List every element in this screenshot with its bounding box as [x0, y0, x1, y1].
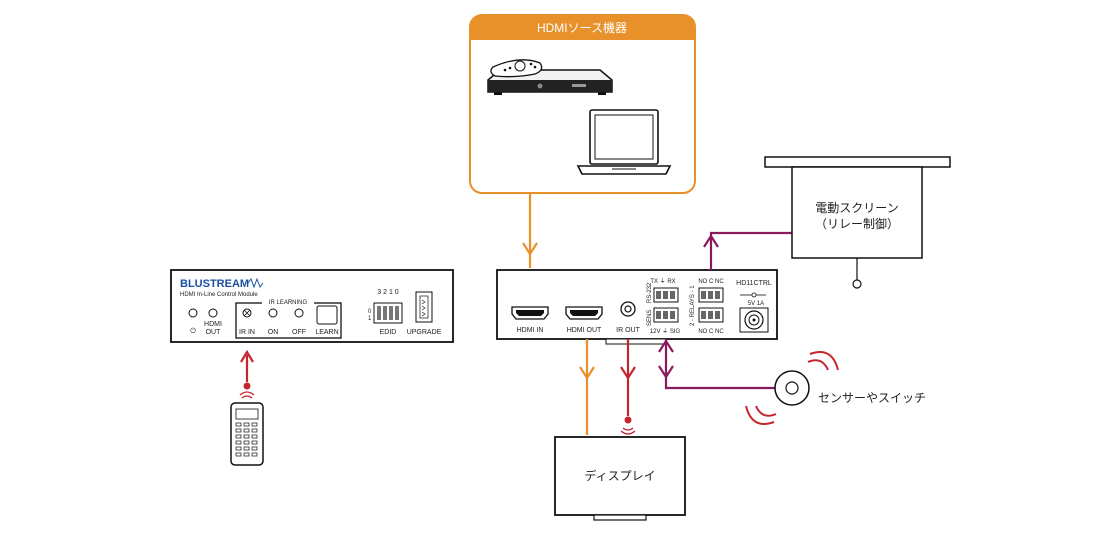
- relay-top-label: NO C NC: [698, 279, 724, 285]
- dc-polarity-icon: [740, 292, 766, 298]
- upgrade-label: UPGRADE: [407, 329, 442, 336]
- power-led: [188, 308, 198, 318]
- remote-control-icon: [490, 59, 543, 78]
- brand-logo: BLUSTREAM: [180, 278, 249, 290]
- hdmi-out-led: [208, 308, 218, 318]
- sig-label: 12V ⏚ SIG: [650, 328, 681, 335]
- motorized-screen: 電動スクリーン （リレー制御）: [764, 156, 951, 289]
- screen-label-line1: 電動スクリーン: [815, 201, 898, 215]
- hdmi-in-port: [511, 306, 549, 320]
- dip-one: 1: [368, 316, 372, 322]
- edid-dip-switch: [373, 302, 403, 324]
- relay-bottom-label: NO C NC: [698, 329, 724, 335]
- hd11ctrl-device: HDMI IN HDMI OUT IR OUT TX ⏚ RX RS-232 S…: [496, 269, 778, 340]
- laptop-icon: [576, 109, 672, 175]
- model-description: HDMI In-Line Control Module: [180, 292, 258, 298]
- rs232-label: RS-232: [647, 282, 653, 303]
- hdmi-source-cable: [522, 193, 538, 268]
- ir-out-cable: [620, 339, 636, 435]
- hdmi-out-label: HDMI OUT: [567, 327, 602, 334]
- ir-in-label: IR IN: [239, 329, 255, 336]
- ir-control-module: BLUSTREAM HDMI In-Line Control Module ⏻ …: [170, 269, 454, 343]
- power-spec-label: 5V 1A: [748, 301, 764, 307]
- sensor-cable: [658, 338, 775, 390]
- dip-numbers: 3 2 1 0: [377, 289, 399, 296]
- display-label: ディスプレイ: [584, 468, 655, 483]
- relay-cable: [703, 231, 793, 270]
- ir-out-jack: [620, 301, 636, 317]
- relay-1-terminal: [698, 287, 724, 303]
- on-label: ON: [268, 329, 279, 336]
- power-symbol: ⏻: [190, 327, 196, 335]
- out-label: OUT: [206, 329, 222, 336]
- relay-2-terminal: [698, 307, 724, 323]
- sensor-icon: [745, 351, 839, 425]
- rs232-terminal: [653, 287, 679, 303]
- hdmi-out-port: [565, 306, 603, 320]
- off-led: [294, 308, 304, 318]
- on-led: [268, 308, 278, 318]
- model-label: HD11CTRL: [736, 280, 772, 287]
- sensor-label: センサーやスイッチ: [818, 391, 926, 405]
- relays-label: 2 - RELAYS - 1: [690, 285, 696, 326]
- screen-label-line2: （リレー制御）: [815, 216, 899, 231]
- hdmi-display-cable: [579, 339, 595, 435]
- learn-button: [316, 305, 338, 325]
- source-box-title: HDMIソース機器: [537, 20, 627, 35]
- ir-learning-header: IR LEARNING: [269, 300, 308, 306]
- hdmi-source-box: HDMIソース機器: [469, 14, 696, 194]
- dc-power-jack: [739, 307, 769, 333]
- off-label: OFF: [292, 329, 306, 336]
- usb-upgrade-port: [415, 291, 433, 323]
- ir-remote-left: [230, 349, 264, 466]
- ir-out-label: IR OUT: [616, 327, 640, 334]
- learn-label: LEARN: [315, 329, 338, 336]
- display-tv: ディスプレイ: [554, 436, 686, 521]
- tx-rx-label: TX ⏚ RX: [650, 278, 675, 285]
- hdmi-label: HDMI: [204, 321, 222, 328]
- edid-label: EDID: [380, 329, 397, 336]
- sens-label: SENS: [647, 310, 653, 326]
- hdmi-in-label: HDMI IN: [517, 327, 544, 334]
- dip-zero: 0: [368, 309, 372, 315]
- sens-terminal: [653, 307, 679, 323]
